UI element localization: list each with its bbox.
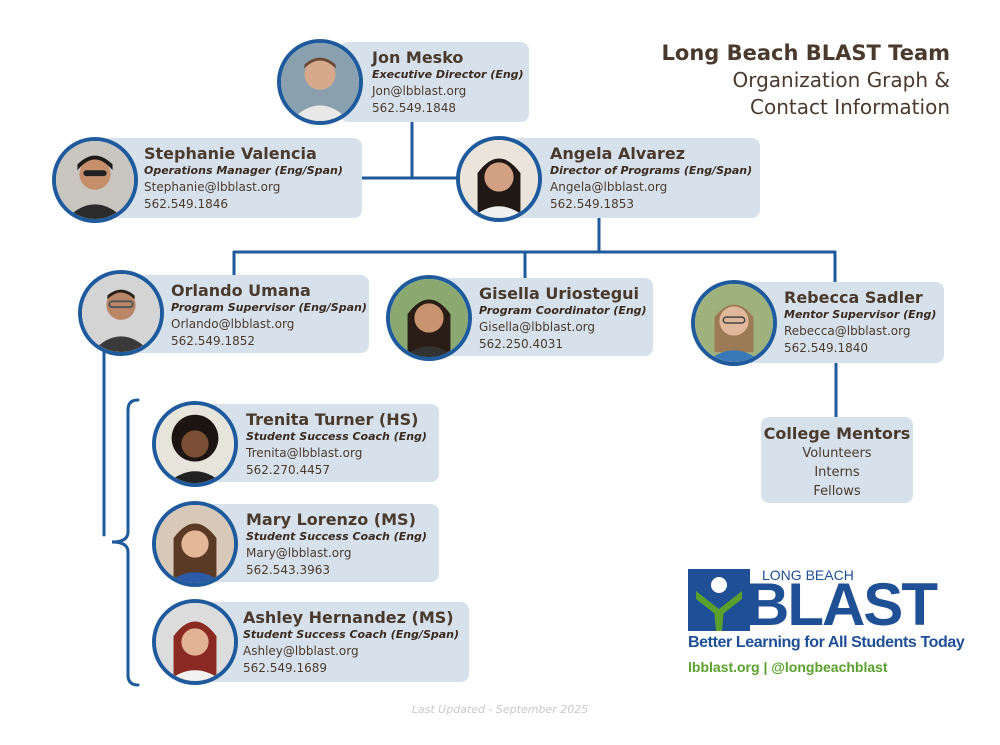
person-name: Mary Lorenzo (MS) [246, 510, 416, 529]
card-college-mentors: College Mentors Volunteers Interns Fello… [761, 417, 913, 503]
person-role: Executive Director (Eng) [372, 68, 524, 81]
avatar-mary-lorenzo [152, 501, 238, 587]
person-name: Stephanie Valencia [144, 144, 317, 163]
person-phone: 562.549.1848 [372, 101, 456, 115]
page-subtitle-line1: Organization Graph & [732, 68, 950, 92]
person-email: Stephanie@lbblast.org [144, 180, 281, 194]
person-role: Director of Programs (Eng/Span) [550, 164, 753, 177]
person-phone: 562.549.1689 [243, 661, 327, 675]
person-role: Program Coordinator (Eng) [479, 304, 647, 317]
person-name: Trenita Turner (HS) [246, 410, 419, 429]
avatar-ashley-hernandez [152, 599, 238, 685]
person-name: Angela Alvarez [550, 144, 686, 163]
logo-top-text: LONG BEACH [762, 567, 854, 583]
person-phone: 562.549.1840 [784, 341, 868, 355]
person-email: Rebecca@lbblast.org [784, 324, 911, 338]
person-phone: 562.549.1853 [550, 197, 634, 211]
person-phone: 562.250.4031 [479, 337, 563, 351]
person-role: Student Success Coach (Eng/Span) [243, 628, 460, 641]
person-phone: 562.543.3963 [246, 563, 330, 577]
avatar-rebecca-sadler [691, 280, 777, 366]
person-phone: 562.270.4457 [246, 463, 330, 477]
person-name: Ashley Hernandez (MS) [243, 608, 454, 627]
card-jon-mesko: Jon Mesko Executive Director (Eng) Jon@l… [340, 42, 529, 122]
logo-wordmark: BLAST [746, 571, 938, 638]
page-subtitle-line2: Contact Information [750, 95, 950, 119]
person-email: Trenita@lbblast.org [246, 446, 363, 460]
mentors-item: Interns [814, 465, 860, 480]
avatar-angela-alvarez [456, 136, 542, 222]
person-email: Jon@lbblast.org [372, 84, 467, 98]
card-stephanie-valencia: Stephanie Valencia Operations Manager (E… [100, 138, 362, 218]
person-email: Ashley@lbblast.org [243, 644, 359, 658]
avatar-jon-mesko [277, 39, 363, 125]
logo-web-handle: lbblast.org | @longbeachblast [688, 659, 888, 675]
card-orlando-umana: Orlando Umana Program Supervisor (Eng/Sp… [128, 275, 369, 353]
person-role: Mentor Supervisor (Eng) [784, 308, 937, 321]
mentors-title: College Mentors [763, 424, 911, 443]
person-email: Angela@lbblast.org [550, 180, 668, 194]
person-name: Jon Mesko [372, 48, 464, 67]
avatar-orlando-umana [78, 270, 164, 356]
person-role: Student Success Coach (Eng) [246, 530, 427, 543]
card-gisella-uriostegui: Gisella Uriostegui Program Coordinator (… [430, 278, 653, 356]
person-name: Rebecca Sadler [784, 288, 923, 307]
logo-tagline: Better Learning for All Students Today [688, 634, 965, 651]
card-angela-alvarez: Angela Alvarez Director of Programs (Eng… [500, 138, 760, 218]
person-email: Mary@lbblast.org [246, 546, 352, 560]
page-title: Long Beach BLAST Team [661, 41, 950, 65]
mentors-item: Fellows [813, 484, 861, 499]
person-phone: 562.549.1846 [144, 197, 228, 211]
blast-logo: LONG BEACH BLAST Better Learning for All… [688, 567, 965, 683]
person-role: Operations Manager (Eng/Span) [144, 164, 343, 177]
avatar-stephanie-valencia [52, 137, 138, 223]
person-name: Orlando Umana [171, 281, 311, 300]
avatar-trenita-turner [152, 401, 238, 487]
mentors-item: Volunteers [802, 446, 872, 461]
person-name: Gisella Uriostegui [479, 284, 640, 303]
footer-last-updated: Last Updated - September 2025 [411, 703, 589, 716]
avatar-gisella-uriostegui [386, 275, 472, 361]
page-title-block: Long Beach BLAST Team Organization Graph… [662, 40, 950, 121]
person-role: Student Success Coach (Eng) [246, 430, 427, 443]
person-role: Program Supervisor (Eng/Span) [171, 301, 367, 314]
person-email: Orlando@lbblast.org [171, 317, 295, 331]
blast-logo-mark-icon [688, 569, 750, 631]
person-email: Gisella@lbblast.org [479, 320, 595, 334]
person-phone: 562.549.1852 [171, 334, 255, 348]
card-ashley-hernandez: Ashley Hernandez (MS) Student Success Co… [195, 602, 469, 682]
